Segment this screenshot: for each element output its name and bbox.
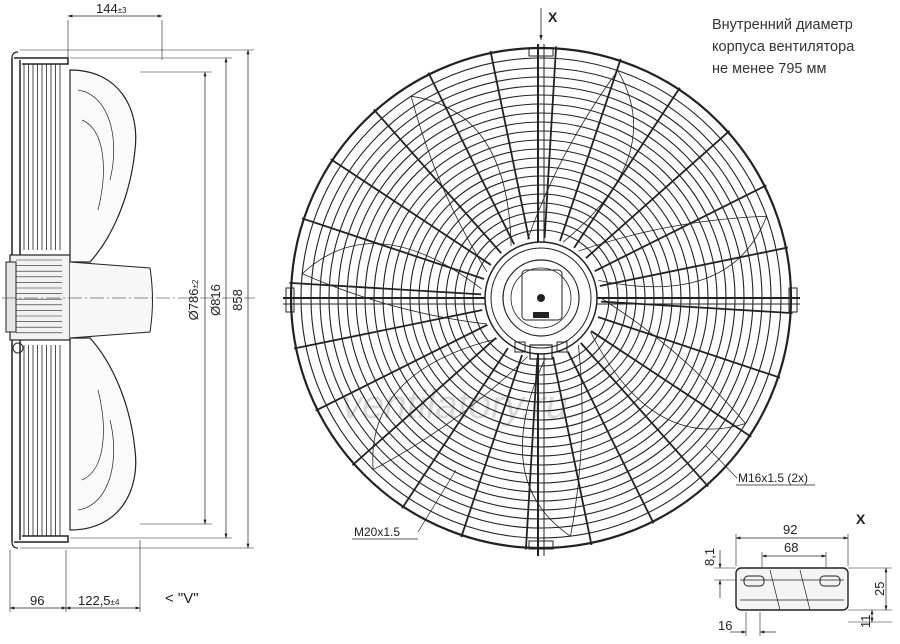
motor-fins <box>16 259 62 334</box>
guard-spoke <box>460 354 523 538</box>
blade-outline <box>372 338 528 471</box>
guard-spoke <box>293 309 483 350</box>
side-view <box>2 14 255 612</box>
view-label: < "V" <box>165 590 199 607</box>
dim-right: 122,5±4 <box>78 593 120 608</box>
detail-dim-inner: 68 <box>784 540 798 555</box>
thread-label-m16: M16x1.5 (2x) <box>738 471 808 485</box>
blade-outline <box>578 215 768 288</box>
guard-spoke <box>543 46 558 239</box>
guard-spoke <box>489 50 530 240</box>
dim-ring: Ø816 <box>208 284 223 316</box>
guard-spoke <box>590 330 752 438</box>
guard-spoke <box>401 347 509 509</box>
svg-text:Ø786±2: Ø786±2 <box>186 279 201 320</box>
dim-diameter-group: Ø786±2 <box>186 279 201 320</box>
motor-body <box>9 254 71 341</box>
front-view <box>283 8 800 556</box>
dim-depth: 144±3 <box>96 1 127 16</box>
detail-dim-bottom-left: 16 <box>718 618 732 633</box>
dim-overall-group: 858 <box>230 289 245 311</box>
guard-side-bars <box>23 64 61 536</box>
guard-spoke <box>594 184 767 272</box>
blade-outline <box>410 95 512 273</box>
blade-outline <box>590 297 747 430</box>
detail-x-title: X <box>856 511 866 527</box>
guard-spokes <box>289 46 793 550</box>
guard-spoke <box>580 342 709 488</box>
detail-dim-height-left: 8,1 <box>702 548 717 566</box>
detail-dim-height-left-group: 8,1 <box>702 548 717 566</box>
diameter-note: Внутренний диаметр корпуса вентилятора н… <box>712 14 897 80</box>
note-line-3: не менее 795 мм <box>712 61 827 77</box>
blade-outlines <box>301 69 768 537</box>
detail-dim-height-right: 25 <box>872 582 887 596</box>
guard-spoke <box>585 130 731 259</box>
guard-spoke <box>289 281 482 296</box>
detail-dim-height-right-group: 25 <box>872 582 887 596</box>
guard-spoke <box>552 356 593 546</box>
dim-diameter: Ø786 <box>186 289 201 321</box>
guard-spoke <box>600 300 793 315</box>
note-line-2: корпуса вентилятора <box>712 39 855 55</box>
detail-body <box>735 567 849 611</box>
cable-gland <box>529 344 553 360</box>
guard-spoke <box>315 324 488 412</box>
guard-spoke <box>330 158 492 266</box>
detail-dim-bottom-right-group: 11 <box>858 615 873 629</box>
motor-plug <box>12 342 24 354</box>
terminal-box <box>521 269 563 321</box>
blade-outline <box>527 69 635 243</box>
detail-dim-bottom-right: 11 <box>858 615 873 629</box>
guard-spoke <box>427 72 515 245</box>
dim-overall: 858 <box>230 289 245 311</box>
guard-spoke <box>567 351 655 524</box>
guard-spoke <box>573 87 681 249</box>
guard-spoke <box>373 108 502 254</box>
guard-spoke <box>599 246 789 287</box>
blade-outline <box>521 344 583 537</box>
dim-left: 96 <box>30 593 44 608</box>
dim-ring-group: Ø816 <box>208 284 223 316</box>
blade-upper <box>69 69 137 263</box>
guard-spoke <box>351 337 497 466</box>
guard-spoke <box>301 217 485 280</box>
blade-lower <box>69 337 137 531</box>
detail-dim-width: 92 <box>783 522 797 537</box>
guard-spoke <box>597 316 781 379</box>
section-x-label: X <box>548 9 558 25</box>
hub-inner <box>502 259 580 337</box>
blade-outline <box>301 243 487 325</box>
guard-spoke <box>524 357 539 550</box>
detail-x <box>714 534 892 636</box>
note-line-1: Внутренний диаметр <box>712 17 853 33</box>
guard-spoke <box>559 58 622 242</box>
thread-label-m20: M20x1.5 <box>354 525 400 539</box>
